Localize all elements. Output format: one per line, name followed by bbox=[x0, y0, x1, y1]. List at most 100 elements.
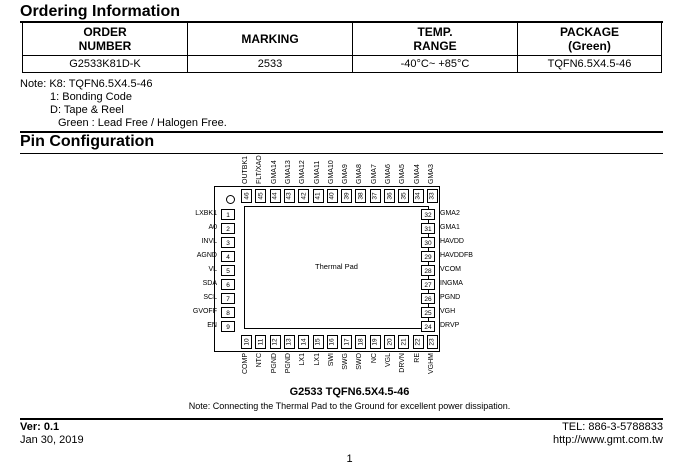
pin-number: 16 bbox=[326, 335, 338, 349]
pin-label: GMA12 bbox=[299, 160, 307, 184]
pin-number: 38 bbox=[355, 189, 367, 203]
pin-label: EN bbox=[207, 322, 217, 329]
pin-number: 40 bbox=[326, 189, 338, 203]
pin-label: INGMA bbox=[440, 280, 463, 287]
pin-label: COMP bbox=[242, 353, 249, 374]
pin-number: 21 bbox=[398, 335, 410, 349]
cell-temp-range: -40°C~ +85°C bbox=[352, 55, 518, 73]
pin-label: GMA13 bbox=[284, 160, 292, 184]
pin-number: 26 bbox=[421, 293, 435, 304]
pin-label: GVOFF bbox=[192, 308, 217, 315]
header-temp-range: TEMP.RANGE bbox=[352, 22, 518, 56]
pin-label: RE bbox=[413, 353, 421, 363]
footer-url: http://www.gmt.com.tw bbox=[552, 434, 663, 446]
pin-label: NTC bbox=[256, 353, 264, 368]
pin-label: LX1 bbox=[299, 353, 307, 366]
pin-number: 36 bbox=[384, 189, 395, 203]
pin-number: 42 bbox=[298, 189, 310, 203]
pin-label: GMA6 bbox=[385, 164, 392, 184]
footer-rule bbox=[20, 418, 663, 420]
pin-label: HAVDD bbox=[440, 238, 464, 245]
pin-number: 34 bbox=[412, 189, 424, 203]
pin-label: VL bbox=[208, 266, 217, 273]
pin-label: VGHM bbox=[427, 353, 435, 374]
pin-label: GMA2 bbox=[440, 210, 460, 217]
pin-number: 11 bbox=[255, 335, 267, 349]
pin-label: GMA11 bbox=[313, 160, 321, 184]
pin-number: 1 bbox=[221, 209, 235, 220]
pin-number: 41 bbox=[312, 189, 324, 203]
pin-number: 20 bbox=[384, 335, 395, 349]
cell-order-number: G2533K81D-K bbox=[22, 55, 188, 73]
pin-label: INVL bbox=[201, 238, 217, 245]
pin-label: SDA bbox=[202, 280, 217, 287]
pin-number: 5 bbox=[221, 265, 235, 276]
pin-label: GMA9 bbox=[342, 164, 350, 184]
pin-number: 9 bbox=[221, 321, 235, 332]
pin-number: 31 bbox=[421, 223, 435, 234]
pin-number: 18 bbox=[355, 335, 367, 349]
note-line-3: D: Tape & Reel bbox=[50, 104, 124, 116]
thermal-pad-label: Thermal Pad bbox=[315, 262, 358, 271]
pin-label: VCOM bbox=[440, 266, 461, 273]
pin-label: PGND bbox=[284, 353, 292, 374]
thermal-pad-note: Note: Connecting the Thermal Pad to the … bbox=[188, 401, 511, 411]
pin1-marker-icon bbox=[226, 195, 235, 204]
pin-number: 33 bbox=[426, 189, 438, 203]
pin-number: 35 bbox=[398, 189, 410, 203]
pin-number: 24 bbox=[421, 321, 435, 332]
pin-config-top-rule bbox=[20, 131, 663, 133]
package-caption: G2533 TQFN6.5X4.5-46 bbox=[289, 386, 410, 398]
pin-label: GMA8 bbox=[356, 164, 364, 184]
pin-label: LXBK1 bbox=[195, 210, 217, 217]
cell-marking: 2533 bbox=[187, 55, 353, 73]
pin-number: 4 bbox=[221, 251, 235, 262]
pin-number: 22 bbox=[412, 335, 424, 349]
pin-number: 10 bbox=[241, 335, 252, 349]
pin-number: 29 bbox=[421, 251, 435, 262]
note-line-2: 1: Bonding Code bbox=[50, 91, 132, 103]
pin-label: PGND bbox=[440, 294, 461, 301]
page-number: 1 bbox=[346, 453, 353, 465]
pin-number: 27 bbox=[421, 279, 435, 290]
pin-label: GMA5 bbox=[399, 164, 407, 184]
pin-number: 8 bbox=[221, 307, 235, 318]
pin-number: 37 bbox=[369, 189, 381, 203]
pin-number: 28 bbox=[421, 265, 435, 276]
pin-label: DRVP bbox=[440, 322, 460, 329]
header-marking: MARKING bbox=[187, 22, 353, 56]
note-line-1: Note: K8: TQFN6.5X4.5-46 bbox=[20, 78, 153, 90]
pin-label: HAVDDFB bbox=[440, 252, 473, 259]
pin-number: 25 bbox=[421, 307, 435, 318]
footer-version: Ver: 0.1 bbox=[20, 421, 60, 433]
pin-number: 2 bbox=[221, 223, 235, 234]
pin-label: NC bbox=[370, 353, 378, 364]
pin-label: OUTBK1 bbox=[242, 155, 249, 184]
pin-label: DRVN bbox=[399, 353, 407, 373]
pin-label: VGL bbox=[385, 353, 392, 368]
pin-number: 32 bbox=[421, 209, 435, 220]
pin-label: GMA7 bbox=[370, 164, 378, 184]
pin-number: 44 bbox=[269, 189, 281, 203]
pin-label: LX1 bbox=[313, 353, 321, 366]
footer-date: Jan 30, 2019 bbox=[20, 434, 84, 446]
pin-label: GMA14 bbox=[270, 160, 278, 184]
pin-config-title: Pin Configuration bbox=[20, 133, 155, 150]
pin-label: VGH bbox=[440, 308, 456, 315]
pin-label: A0 bbox=[208, 224, 217, 231]
pin-number: 13 bbox=[283, 335, 295, 349]
pin-label: AGND bbox=[196, 252, 217, 259]
pin-number: 3 bbox=[221, 237, 235, 248]
pin-label: GMA3 bbox=[427, 164, 435, 184]
pin-number: 19 bbox=[369, 335, 381, 349]
pin-number: 12 bbox=[269, 335, 281, 349]
pin-number: 39 bbox=[341, 189, 353, 203]
pin-number: 45 bbox=[255, 189, 267, 203]
pin-label: GMA4 bbox=[413, 164, 421, 184]
cell-package: TQFN6.5X4.5-46 bbox=[517, 55, 662, 73]
footer-tel: TEL: 886-3-5788833 bbox=[562, 421, 663, 433]
pin-number: 46 bbox=[241, 189, 252, 203]
pin-number: 30 bbox=[421, 237, 435, 248]
